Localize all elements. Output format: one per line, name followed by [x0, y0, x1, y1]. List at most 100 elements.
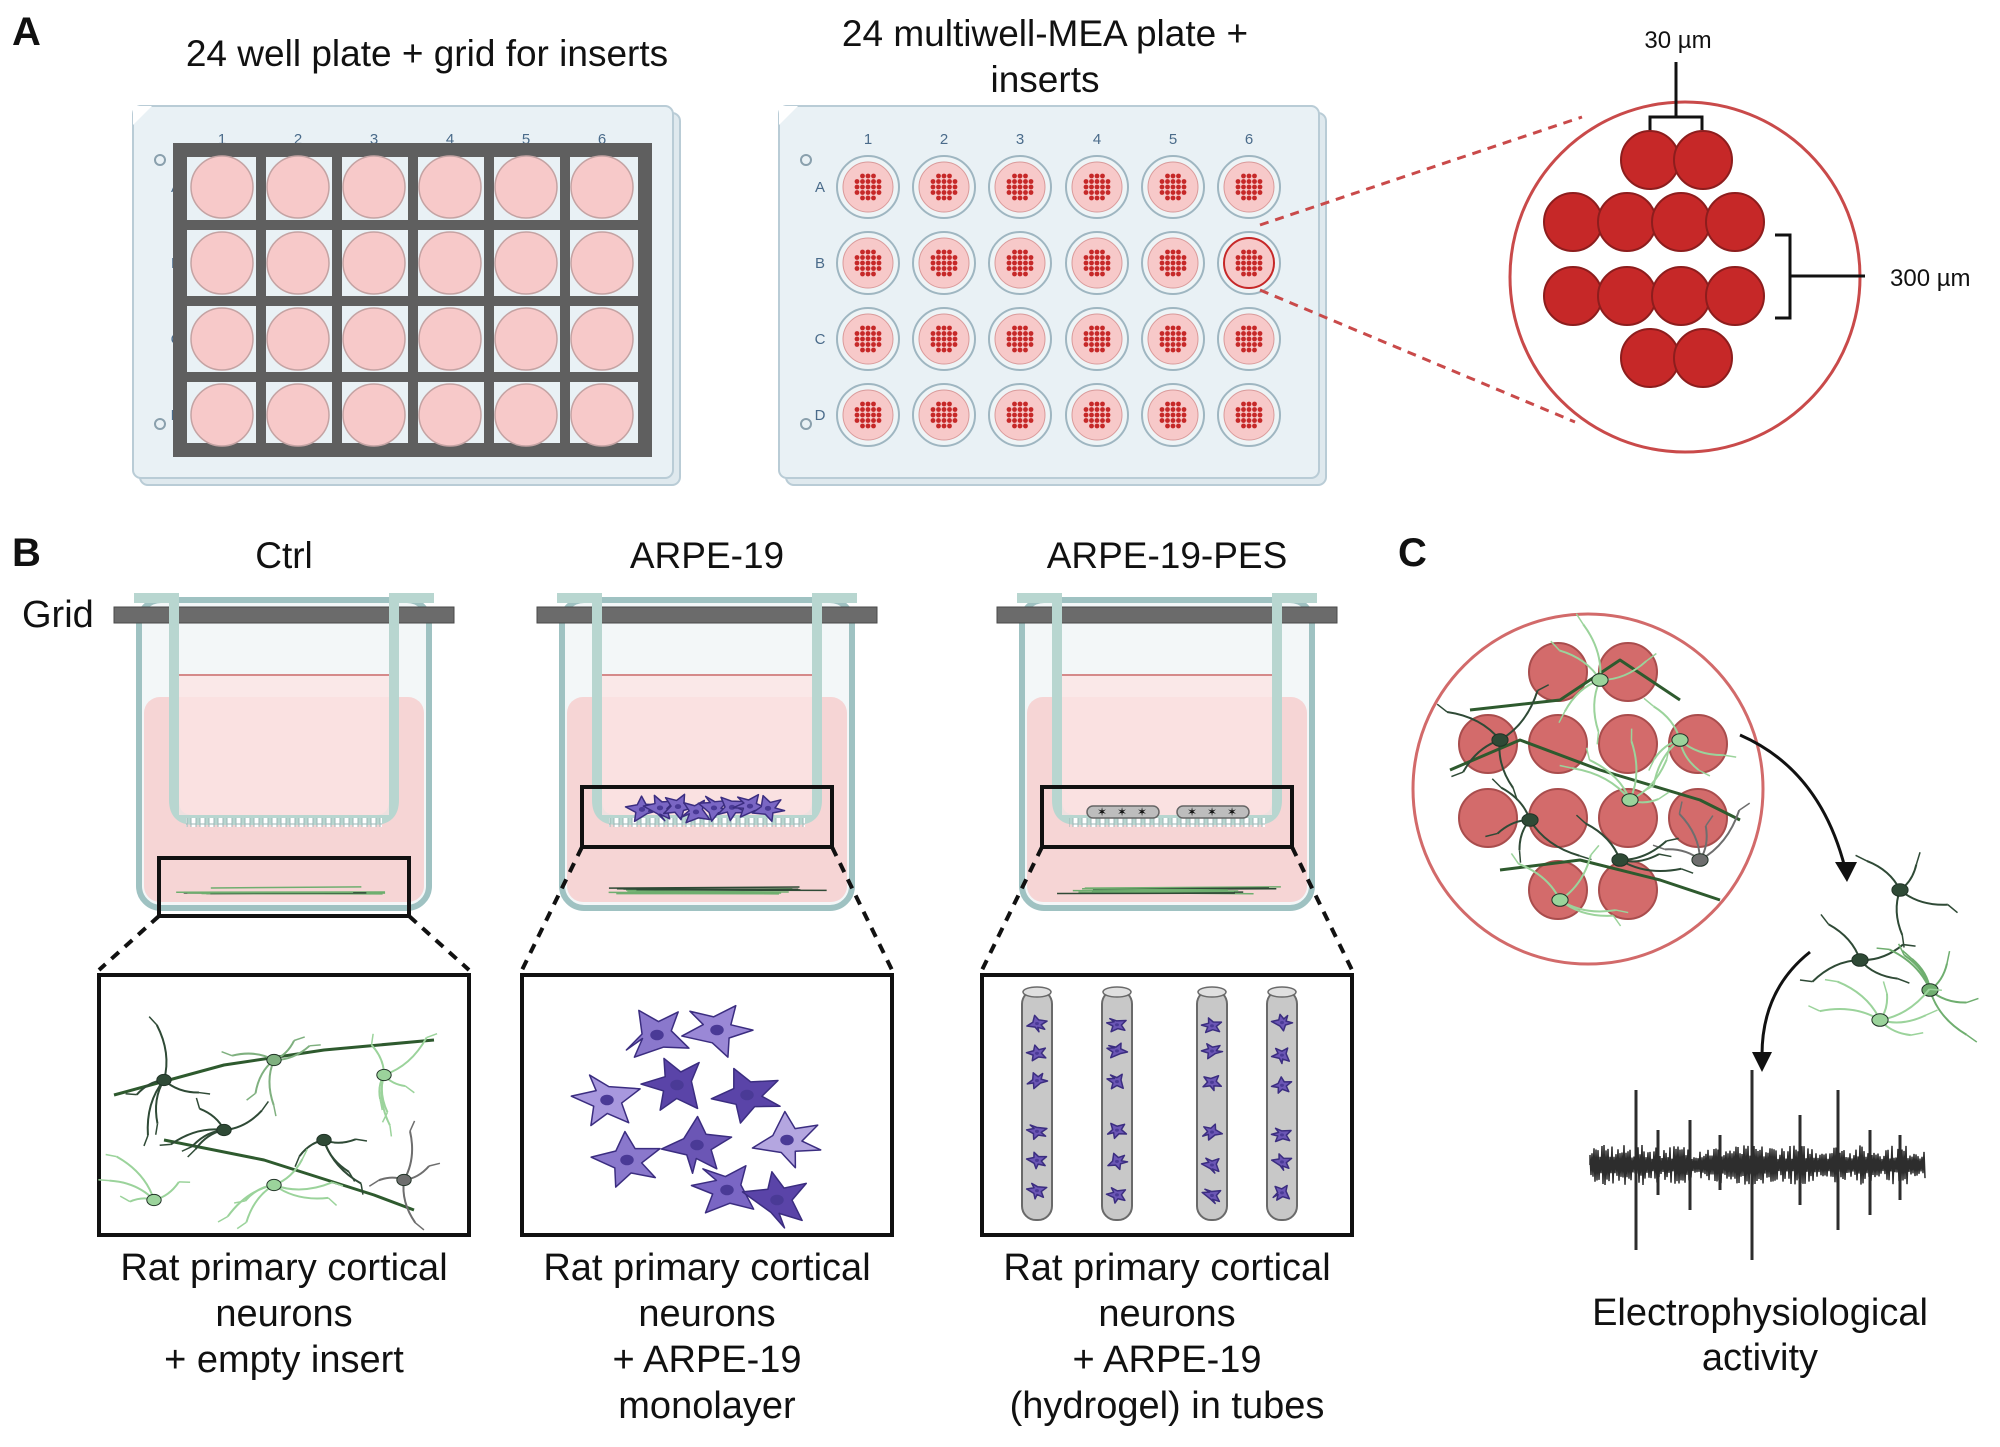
- electrode-dot: [1235, 179, 1241, 184]
- neurite-branch: [1947, 904, 1958, 914]
- electrode-dot: [1165, 195, 1170, 201]
- neuron-layer: [210, 886, 362, 889]
- neurite-branch: [1612, 915, 1622, 927]
- electrode-dot: [1105, 331, 1111, 336]
- electrode-dot: [860, 266, 865, 271]
- electrode-dot: [1017, 173, 1023, 179]
- axon: [163, 1138, 415, 1212]
- plate2-title-line1: 24 multiwell-MEA plate +: [842, 13, 1248, 54]
- electrode-dot: [952, 255, 958, 260]
- electrode-dot: [1100, 412, 1105, 418]
- arpe19-nucleus: [1035, 1129, 1039, 1133]
- electrode-dot: [1176, 325, 1181, 331]
- neurite-branch: [1537, 684, 1550, 692]
- arpe19-nucleus: [780, 1134, 794, 1146]
- neurite-branch: [1558, 711, 1566, 724]
- condition-caption-line: + empty insert: [164, 1339, 404, 1381]
- neuron-soma: [376, 1068, 392, 1082]
- electrode-dot: [1181, 260, 1187, 266]
- electrode-dot: [1028, 266, 1034, 271]
- electrode-dot: [1094, 260, 1100, 266]
- electrode-dot: [860, 184, 865, 190]
- electrode-dot: [860, 271, 865, 277]
- electrode-dot: [1017, 423, 1023, 429]
- electrode-dot: [1023, 336, 1028, 342]
- electrode-dot: [1023, 195, 1028, 201]
- arpe19-nucleus: [1280, 1021, 1284, 1025]
- electrode-dot: [941, 190, 947, 195]
- electrode-dot: [860, 336, 865, 342]
- axon: [1469, 658, 1681, 712]
- electrode-dot: [854, 336, 860, 342]
- condition-caption-line: (hydrogel) in tubes: [1010, 1385, 1325, 1427]
- electrode-dot: [1165, 347, 1170, 353]
- electrode-dot: [1012, 412, 1017, 418]
- electrode-dot: [941, 271, 947, 277]
- electrode-dot: [1094, 173, 1100, 179]
- electrode-dot: [941, 179, 947, 184]
- electrode-dot: [936, 179, 941, 184]
- electrode-dot: [860, 331, 865, 336]
- electrode-dot: [1159, 342, 1165, 347]
- electrode-dot: [871, 412, 876, 418]
- electrode-dot: [876, 407, 882, 412]
- electrode-dot: [1170, 173, 1176, 179]
- arpe19-nucleus: [1035, 1022, 1039, 1026]
- electrode-dot: [1012, 179, 1017, 184]
- electrode-dot: [865, 423, 871, 429]
- electrode-dot: [1006, 190, 1012, 195]
- electrode-dot: [1257, 336, 1263, 342]
- electrode-dot: [1165, 412, 1170, 418]
- isolated-neurons: [1799, 852, 1979, 1043]
- electrode-dot: [930, 412, 936, 418]
- electrode-dot: [1083, 255, 1089, 260]
- electrode-dot: [936, 336, 941, 342]
- electrode-dot: [1089, 418, 1094, 423]
- electrode-dot: [1246, 342, 1252, 347]
- electrode-dot: [952, 418, 958, 423]
- arpe19-nucleus: [1115, 1049, 1119, 1053]
- electrode: [1705, 192, 1765, 252]
- electrode-dot: [936, 423, 941, 429]
- neurons-on-mea: [1411, 612, 1765, 966]
- electrode-dot: [865, 412, 871, 418]
- zoom-line: [520, 846, 584, 971]
- electrode-dot: [1100, 325, 1105, 331]
- column-label: 3: [370, 131, 378, 148]
- well: [570, 383, 634, 447]
- electrode-dot: [871, 266, 876, 271]
- condition-caption-line: monolayer: [618, 1385, 796, 1427]
- electrode-dot: [1083, 418, 1089, 423]
- electrode-dot: [1089, 260, 1094, 266]
- dimension-30um: 30 µm: [1644, 27, 1711, 54]
- electrode-dot: [871, 325, 876, 331]
- condition-3: ARPE-19-PES✶✶✶✶✶✶Rat primary corticalneu…: [980, 535, 1354, 1427]
- electrode-dot: [1252, 325, 1257, 331]
- neurite-branch: [125, 1093, 137, 1096]
- arpe19-nucleus: [770, 1194, 784, 1206]
- well: [342, 231, 406, 295]
- neurite-branch: [159, 1143, 171, 1147]
- arpe19-nucleus: [1210, 1130, 1214, 1134]
- electrode-dot: [1083, 179, 1089, 184]
- arpe19-nucleus: [1115, 1023, 1119, 1027]
- electrode-dot: [865, 342, 871, 347]
- neurite-branch: [1910, 1032, 1924, 1036]
- electrode-dot: [876, 190, 882, 195]
- electrode-dot: [865, 266, 871, 271]
- arrow-to-neurons: [1739, 733, 1847, 869]
- electrode-dot: [941, 401, 947, 407]
- electrode-dot: [1170, 266, 1176, 271]
- electrode-dot: [854, 342, 860, 347]
- neurite-branch: [389, 1125, 393, 1137]
- neurite-branch: [1643, 697, 1655, 707]
- electrode-dot: [947, 255, 952, 260]
- electrode-dot: [1100, 331, 1105, 336]
- electrode-dot: [1089, 347, 1094, 353]
- electrode-dot: [1246, 184, 1252, 190]
- electrode-dot: [1159, 412, 1165, 418]
- electrode-dot: [854, 255, 860, 260]
- electrode-dot: [871, 195, 876, 201]
